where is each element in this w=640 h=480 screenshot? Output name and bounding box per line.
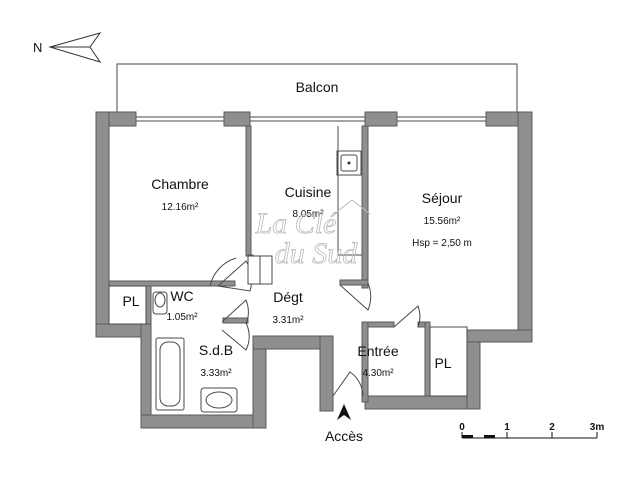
balcony-outline: [116, 63, 518, 112]
room-sdb-name: S.d.B: [199, 342, 233, 358]
room-chambre-area: 12.16m²: [162, 202, 199, 213]
outer-walls: [95, 111, 533, 429]
compass: N: [33, 32, 102, 63]
closet-pl2: [429, 326, 468, 397]
scale-tick-1: 1: [504, 422, 510, 433]
room-chambre-name: Chambre: [151, 176, 209, 192]
scale-tick-2: 2: [549, 422, 555, 433]
room-degt-area: 3.31m²: [272, 315, 304, 326]
room-entree-area: 4.30m²: [362, 368, 394, 379]
room-sejour-height: Hsp = 2,50 m: [412, 238, 472, 249]
compass-label: N: [33, 40, 42, 55]
closet-pl1-label: PL: [122, 293, 139, 309]
scale-tick-0: 0: [459, 422, 465, 433]
watermark-logo: La Clé du Sud: [254, 199, 371, 270]
room-balcon-name: Balcon: [296, 79, 339, 95]
room-cuisine-name: Cuisine: [285, 184, 332, 200]
room-sdb-area: 3.33m²: [200, 368, 232, 379]
access-label: Accès: [325, 428, 363, 444]
kitchen-fixtures: [336, 126, 362, 256]
room-degt-name: Dégt: [273, 289, 303, 305]
bathroom-fixtures: [152, 255, 273, 413]
watermark-roof-icon: [333, 199, 371, 215]
access-arrow-icon: [337, 404, 351, 420]
room-cuisine-area: 8.05m²: [292, 209, 324, 220]
scale-tick-3: 3m: [590, 422, 605, 433]
closet-pl2-label: PL: [434, 355, 451, 371]
room-entree-name: Entrée: [357, 343, 398, 359]
room-sejour-name: Séjour: [422, 190, 463, 206]
windows: [136, 116, 486, 122]
room-wc-area: 1.05m²: [166, 312, 198, 323]
room-sejour-area: 15.56m²: [424, 216, 461, 227]
watermark-line1: La Clé: [255, 207, 339, 240]
scale-bar: 0 1 2 3m: [459, 422, 605, 439]
room-wc-name: WC: [170, 288, 193, 304]
closet-pl1: [108, 285, 147, 325]
interior-walls: [108, 125, 431, 403]
watermark-line2: du Sud: [275, 237, 359, 270]
